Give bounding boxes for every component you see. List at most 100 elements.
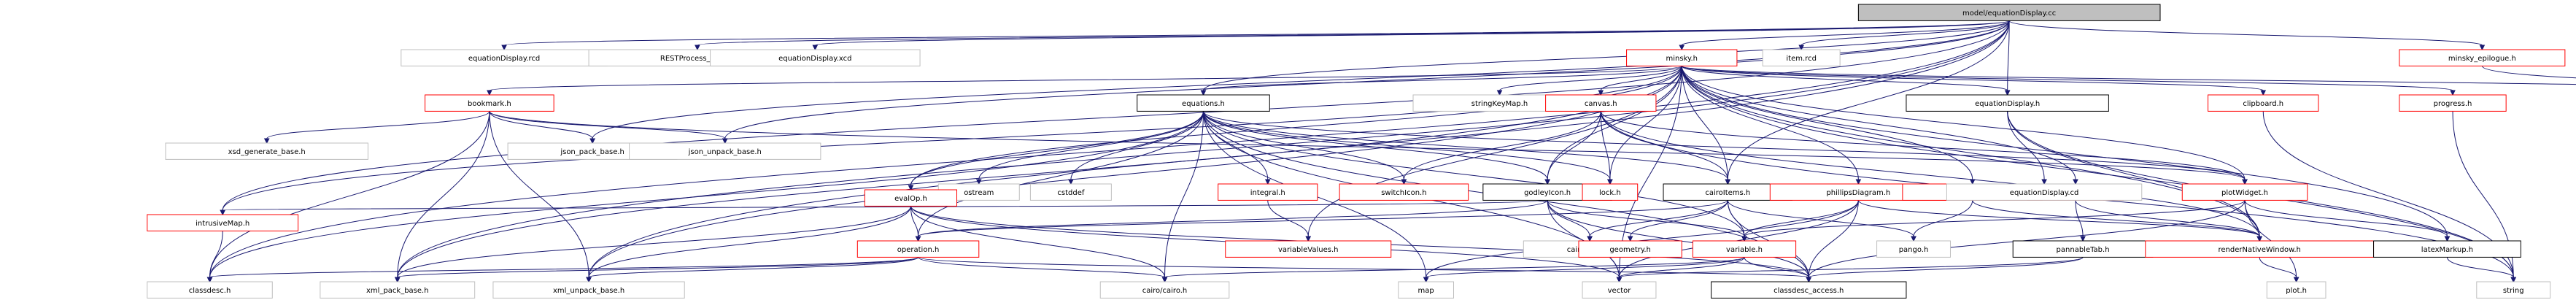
- edge-fontDisplay-to-pango: [1911, 200, 1973, 242]
- edge-epilogue-to-dimension: [2481, 65, 2576, 79]
- edge-line: [1681, 65, 2264, 91]
- node-box: [2399, 94, 2507, 112]
- edge-line: [1547, 111, 1601, 180]
- edge-cairoItems-to-geometry: [1627, 200, 1728, 242]
- edge-operation-to-cairo: [918, 256, 1168, 283]
- node-root[interactable]: model/equationDisplay.cc: [1857, 4, 2161, 21]
- edge-line: [1202, 111, 1611, 180]
- node-box: [864, 189, 958, 207]
- node-switchIcon[interactable]: switchIcon.h: [1339, 183, 1469, 201]
- edge-canvas-to-plotWidget: [1600, 111, 2248, 185]
- node-box: [2208, 94, 2319, 112]
- edges-layer: [206, 20, 2576, 283]
- edge-line: [1681, 66, 1973, 180]
- edge-minsky-to-stringKeyMap: [1496, 66, 1682, 96]
- node-equationDisplayH[interactable]: equationDisplay.h: [1906, 94, 2109, 112]
- edge-arrowhead: [1068, 179, 1074, 185]
- node-renderNative[interactable]: renderNativeWindow.h: [2145, 240, 2375, 258]
- edge-arrowhead: [2256, 236, 2263, 242]
- edge-arrowhead: [1587, 236, 1593, 242]
- edge-minsky-to-dimension: [1681, 65, 2576, 85]
- edge-bookmark-to-jsonPack: [489, 111, 595, 145]
- edge-arrowhead: [589, 138, 595, 145]
- node-label: progress.h: [2434, 100, 2472, 108]
- edge-arrowhead: [812, 45, 819, 51]
- node-evalOp[interactable]: evalOp.h: [864, 189, 958, 207]
- node-label: geometry.h: [1609, 246, 1651, 254]
- node-label: phillipsDiagram.h: [1826, 189, 1890, 197]
- node-epilogue[interactable]: minsky_epilogue.h: [2399, 49, 2566, 66]
- edge-line: [1857, 199, 2260, 237]
- edge-line: [489, 110, 726, 139]
- node-xmlPack: xml_pack_base.h: [320, 281, 476, 299]
- edge-root-to-equationDisplayRcd: [501, 20, 2010, 51]
- edge-canvas-to-cairoItems: [1600, 111, 1731, 185]
- edge-line: [918, 199, 1548, 237]
- node-variable[interactable]: variable.h: [1692, 240, 1797, 258]
- edge-line: [1547, 200, 1590, 237]
- edge-line: [2446, 257, 2514, 278]
- node-box: [1225, 240, 1392, 258]
- edge-line: [209, 20, 2010, 278]
- node-ostream: ostream: [937, 183, 1020, 201]
- edge-line: [918, 199, 1728, 237]
- edge-line: [1727, 20, 2010, 180]
- node-integral[interactable]: integral.h: [1218, 183, 1318, 201]
- node-box: [2476, 281, 2551, 299]
- node-label: xml_pack_base.h: [366, 287, 429, 295]
- node-label: variable.h: [1726, 246, 1763, 254]
- edge-line: [209, 111, 1204, 278]
- node-progress[interactable]: progress.h: [2399, 94, 2507, 112]
- node-geometry[interactable]: geometry.h: [1578, 240, 1682, 258]
- node-label: clipboard.h: [2243, 100, 2283, 108]
- node-intrusiveMap[interactable]: intrusiveMap.h: [147, 214, 299, 231]
- edge-line: [222, 199, 1548, 211]
- node-label: item.rcd: [1786, 55, 1817, 63]
- edge-arrowhead: [1305, 236, 1312, 242]
- edge-line: [724, 20, 2010, 139]
- edge-line: [1600, 111, 1611, 180]
- edge-arrowhead: [1544, 179, 1550, 185]
- node-plotWidget[interactable]: plotWidget.h: [2181, 183, 2308, 201]
- node-map: map: [1398, 281, 1454, 299]
- node-label: equationDisplay.cd: [2010, 189, 2079, 197]
- node-minsky[interactable]: minsky.h: [1626, 49, 1738, 66]
- edge-equationDisplayH-to-equationDisplayCd: [2007, 111, 2047, 185]
- edge-canvas-to-godleyIcon: [1544, 111, 1601, 185]
- edge-equations-to-integral: [1202, 111, 1271, 185]
- node-box: [2266, 281, 2326, 299]
- edge-line: [397, 256, 919, 278]
- node-label: cairo/cairo.h: [1142, 287, 1188, 295]
- edge-line: [2259, 257, 2297, 278]
- edge-line: [1618, 200, 1859, 278]
- node-latexMarkup[interactable]: latexMarkup.h: [2373, 240, 2521, 258]
- edge-line: [397, 206, 911, 278]
- node-label: vector: [1608, 287, 1632, 295]
- node-operation[interactable]: operation.h: [856, 240, 980, 258]
- node-variableValues[interactable]: variableValues.h: [1225, 240, 1392, 258]
- edge-line: [910, 206, 919, 237]
- edge-arrowhead: [1616, 277, 1622, 283]
- node-classdescAccess[interactable]: classdesc_access.h: [1711, 281, 1907, 299]
- node-box: [856, 240, 980, 258]
- node-box: [1626, 49, 1738, 66]
- edge-line: [1727, 200, 1809, 278]
- edge-line: [1589, 200, 1728, 237]
- edge-arrowhead: [1200, 90, 1207, 96]
- node-pannableTab[interactable]: pannableTab.h: [2012, 240, 2154, 258]
- edge-line: [1744, 257, 1809, 278]
- node-canvas[interactable]: canvas.h: [1545, 94, 1657, 112]
- edge-line: [1202, 111, 1728, 180]
- node-cairoItems[interactable]: cairoItems.h: [1663, 183, 1793, 201]
- node-lock[interactable]: lock.h: [1582, 183, 1639, 201]
- node-bookmark[interactable]: bookmark.h: [425, 94, 554, 112]
- node-equations[interactable]: equations.h: [1137, 94, 1270, 112]
- edge-line: [910, 111, 1204, 186]
- edge-line: [2008, 20, 2483, 46]
- node-box: [1029, 183, 1112, 201]
- edge-line: [1808, 200, 1859, 278]
- node-clipboard[interactable]: clipboard.h: [2208, 94, 2319, 112]
- edge-arrowhead: [1911, 236, 1916, 242]
- edge-line: [1681, 65, 2453, 91]
